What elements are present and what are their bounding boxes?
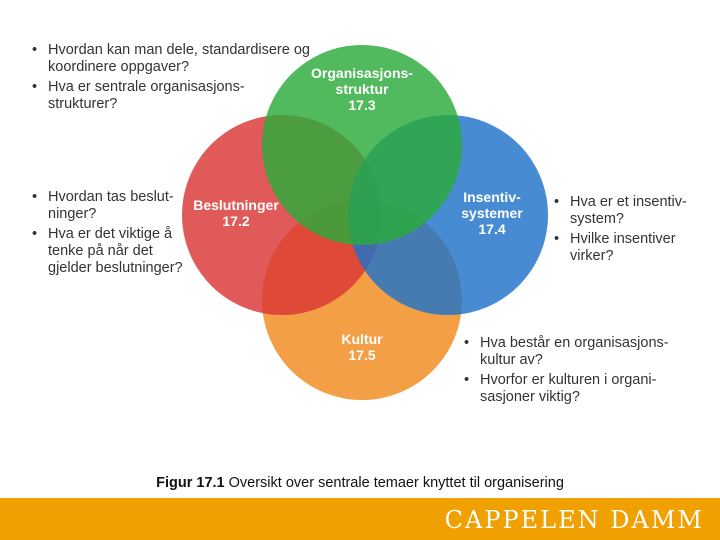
beslutninger-questions: Hvordan tas beslut-ninger? Hva er det vi…	[30, 189, 195, 280]
question-item: Hvordan kan man dele, standardisere og k…	[30, 42, 310, 76]
question-item: Hvorfor er kulturen i organi-sasjoner vi…	[462, 372, 702, 406]
insentivsystemer-questions: Hva er et insentiv-system? Hvilke insent…	[552, 194, 712, 268]
circle-title-org: Organisasjons-	[311, 65, 413, 81]
question-item: Hvilke insentiver virker?	[552, 231, 712, 265]
circle-number-bes: 17.2	[222, 213, 249, 229]
publisher-logo: CAPPELEN DAMM	[444, 506, 704, 534]
venn-labels: Organisasjons-struktur17.3Beslutninger17…	[193, 65, 523, 363]
question-item: Hva består en organisasjons-kultur av?	[462, 335, 702, 369]
question-item: Hva er det viktige å tenke på når det gj…	[30, 226, 195, 277]
organisasjonsstruktur-questions: Hvordan kan man dele, standardisere og k…	[30, 42, 310, 116]
venn-circles	[182, 45, 548, 400]
venn-diagram: Organisasjons-struktur17.3Beslutninger17…	[182, 45, 548, 400]
circle-number-org: 17.3	[348, 97, 375, 113]
circle-title-ins: systemer	[461, 205, 523, 221]
question-item: Hvordan tas beslut-ninger?	[30, 189, 195, 223]
figure-number: Figur 17.1	[156, 475, 225, 491]
question-item: Hva er sentrale organisasjons-strukturer…	[30, 79, 310, 113]
circle-title-ins: Insentiv-	[463, 189, 521, 205]
figure-caption: Figur 17.1 Oversikt over sentrale temaer…	[0, 475, 720, 491]
question-item: Hva er et insentiv-system?	[552, 194, 712, 228]
figure-caption-text: Oversikt over sentrale temaer knyttet ti…	[224, 475, 564, 491]
footer-bar: CAPPELEN DAMM	[0, 498, 720, 540]
circle-number-ins: 17.4	[478, 221, 505, 237]
circle-org	[262, 45, 462, 245]
circle-title-bes: Beslutninger	[193, 197, 279, 213]
circle-number-kul: 17.5	[348, 347, 375, 363]
circle-title-org: struktur	[336, 81, 389, 97]
circle-title-kul: Kultur	[341, 331, 383, 347]
kultur-questions: Hva består en organisasjons-kultur av? H…	[462, 335, 702, 409]
